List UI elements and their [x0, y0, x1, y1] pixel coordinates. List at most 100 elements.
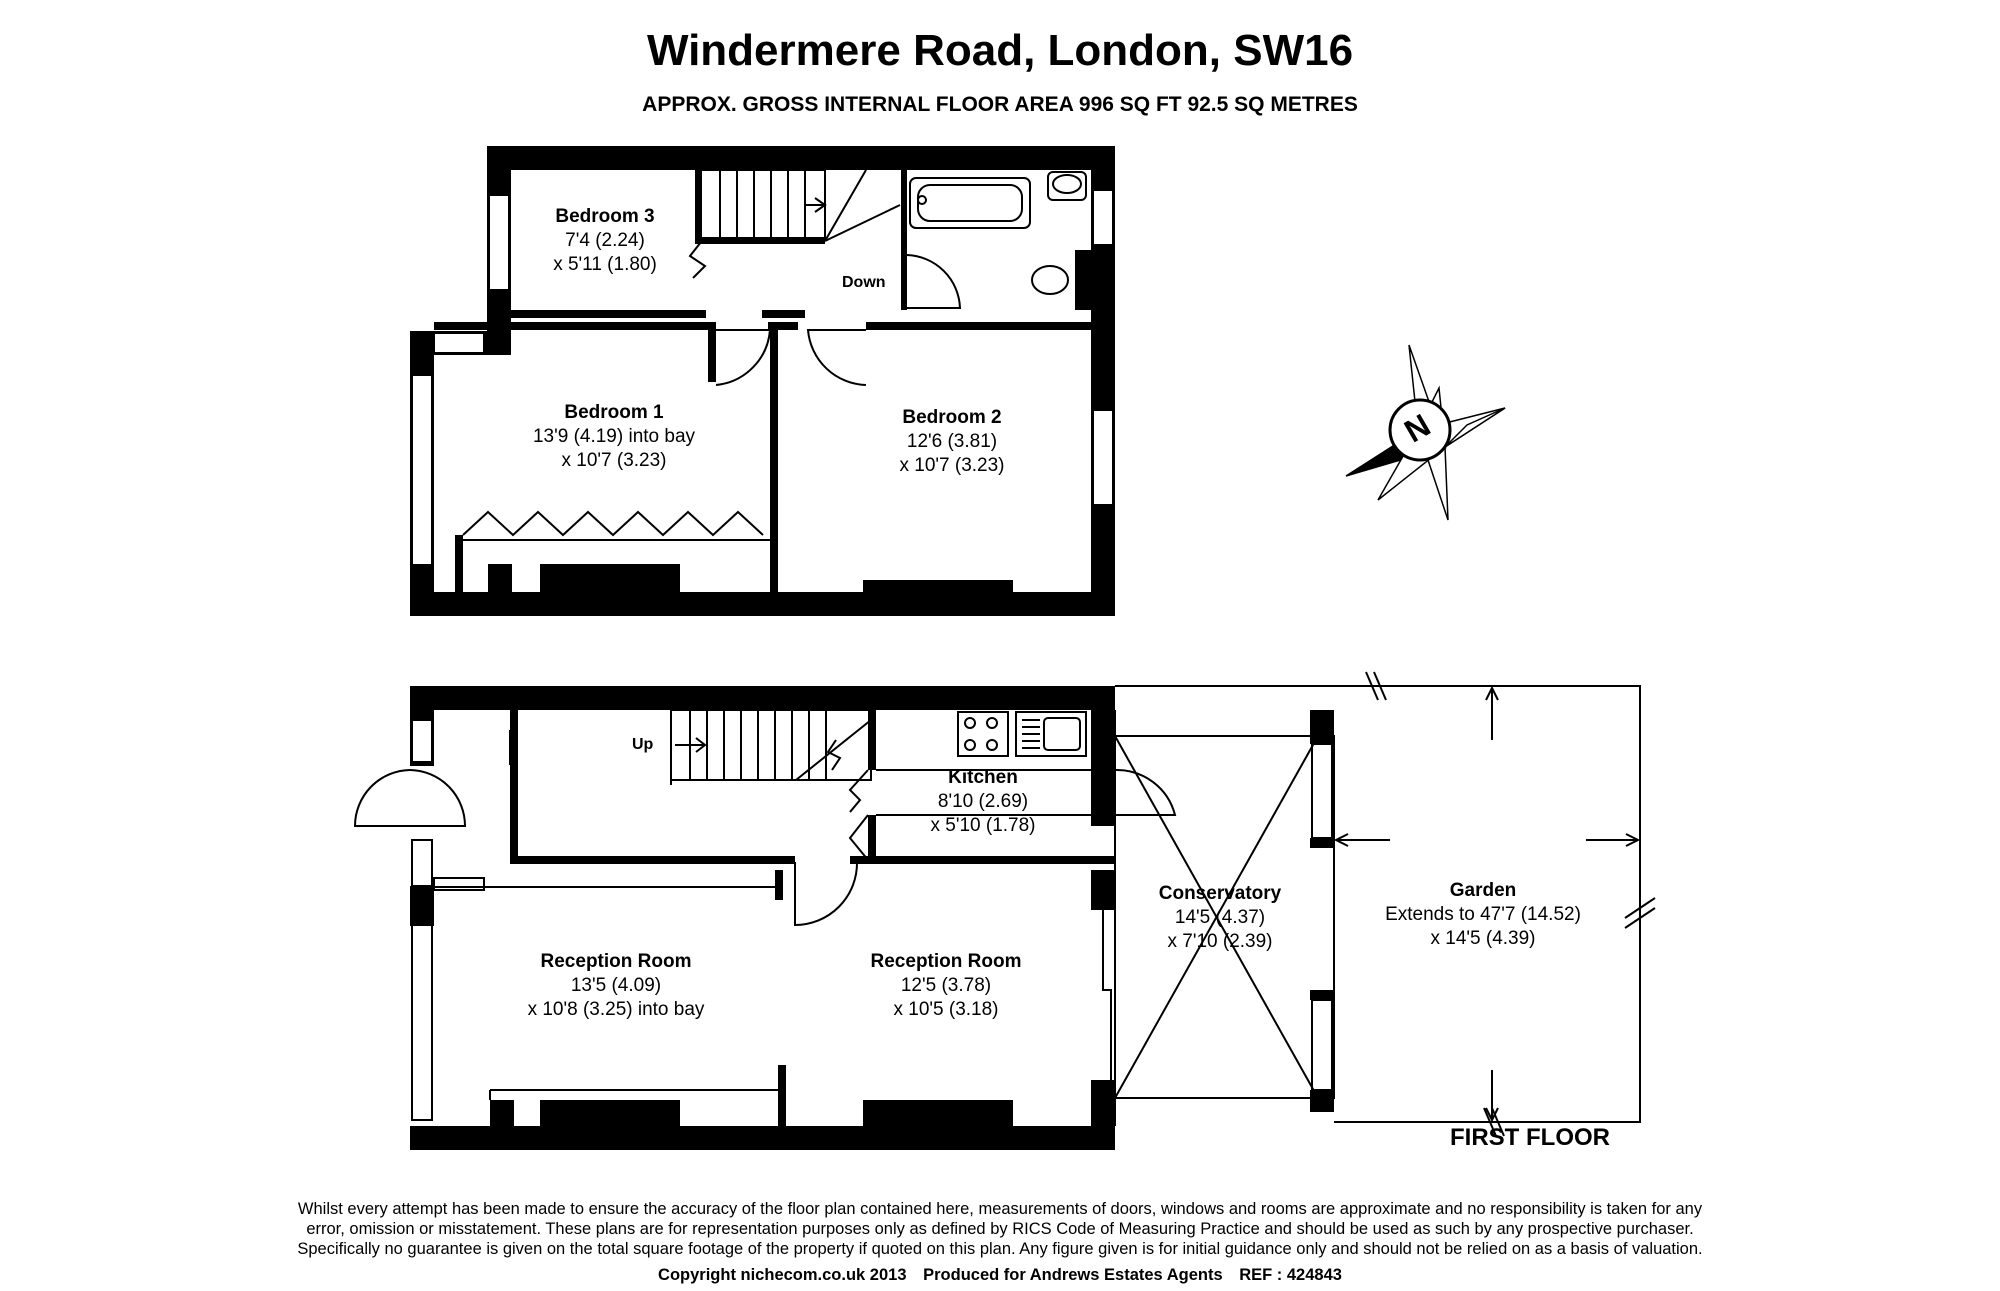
bay-window — [433, 332, 485, 354]
bay-left-wall — [410, 886, 434, 926]
bedroom2-top-wall — [866, 322, 1091, 330]
conservatory-window-lower — [1311, 999, 1333, 1091]
bedroom2-window — [1092, 409, 1114, 506]
room-dimension: x 14'5 (4.39) — [1430, 928, 1536, 949]
room-name: Bedroom 1 — [564, 402, 664, 423]
room-dimension: 12'5 (3.78) — [900, 975, 992, 996]
copyright-text: Copyright nichecom.co.uk 2013 — [658, 1266, 907, 1284]
stairs-down-label: Down — [842, 274, 886, 291]
room-dimension: x 7'10 (2.39) — [1167, 931, 1273, 952]
room-name: Conservatory — [1158, 883, 1282, 904]
produced-for-text: Produced for Andrews Estates Agents — [923, 1266, 1223, 1284]
room-dimension: x 10'8 (3.25) into bay — [527, 999, 705, 1020]
reception-bay-window — [411, 924, 433, 1121]
stairs-up-label: Up — [632, 736, 654, 753]
room-label-kitchen: Kitchen 8'10 (2.69) x 5'10 (1.78) — [930, 766, 1035, 838]
basin-icon — [1047, 171, 1087, 201]
room-label-bedroom-2: Bedroom 2 12'6 (3.81) x 10'7 (3.23) — [899, 406, 1004, 478]
bathroom-door — [906, 254, 962, 309]
kitchen-right-wall — [1091, 686, 1115, 826]
room-name: Garden — [1449, 880, 1517, 901]
disclaimer-line-3: Specifically no guarantee is given on th… — [297, 1240, 1703, 1258]
front-door — [353, 769, 411, 827]
upper-floor-plan — [410, 146, 1115, 616]
room-dimension: 7'4 (2.24) — [565, 230, 645, 251]
garden-boundary — [1115, 685, 1641, 1123]
floor-label: FIRST FLOOR — [1450, 1124, 1610, 1151]
kitchen-bottom-wall — [850, 856, 1091, 864]
room-label-reception-room-rear: Reception Room 12'5 (3.78) x 10'5 (3.18) — [871, 950, 1022, 1022]
room-label-reception-room-front: Reception Room 13'5 (4.09) x 10'8 (3.25)… — [528, 950, 705, 1022]
hall-bottom-wall — [510, 856, 795, 864]
wardrobe-block — [540, 564, 680, 592]
reference-text: REF : 424843 — [1239, 1266, 1342, 1284]
door-jamb — [768, 322, 798, 330]
page-title: Windermere Road, London, SW16 — [646, 26, 1354, 75]
upper-bottom-wall — [410, 592, 1115, 616]
room-dimension: x 10'5 (3.18) — [893, 999, 999, 1020]
room-dimension: 14'5 (4.37) — [1174, 907, 1266, 928]
porch-window — [411, 719, 433, 763]
room-dimension: 12'6 (3.81) — [906, 431, 998, 452]
fireplace-left — [540, 1100, 680, 1126]
floor-area-subtitle: APPROX. GROSS INTERNAL FLOOR AREA 996 SQ… — [642, 93, 1358, 116]
hob-icon — [957, 711, 1009, 757]
kitchen-back-door — [876, 768, 1177, 816]
bedroom1-door-jamb — [708, 322, 716, 382]
bedroom3-bottom-wall — [511, 310, 706, 318]
conservatory-roof-cross-b — [1114, 735, 1319, 1099]
room-dimension: x 5'11 (1.80) — [553, 254, 657, 275]
room-name: Bedroom 2 — [902, 407, 1002, 428]
bathroom-window — [1092, 189, 1114, 246]
upper-fixtures — [462, 169, 1087, 541]
room-dimension: 13'5 (4.09) — [570, 975, 662, 996]
wardrobe-doors — [462, 510, 764, 537]
compass-rose-icon — [1345, 344, 1506, 521]
room-label-conservatory: Conservatory 14'5 (4.37) x 7'10 (2.39) — [1159, 882, 1282, 954]
bath-icon — [909, 177, 1031, 229]
bedroom2-door — [806, 329, 867, 386]
room-dimension: x 10'7 (3.23) — [899, 455, 1005, 476]
room-label-garden: Garden Extends to 47'7 (14.52) x 14'5 (4… — [1385, 879, 1581, 951]
bathroom-left-wall — [901, 170, 907, 310]
hall-left-wall — [510, 710, 518, 860]
room-dimension: 13'9 (4.19) into bay — [532, 426, 696, 447]
room-dimension: 8'10 (2.69) — [937, 791, 1029, 812]
toilet-icon — [1031, 265, 1069, 295]
conservatory-outline — [1115, 735, 1335, 1099]
ground-bottom-wall — [410, 1126, 1115, 1150]
room-name: Bedroom 3 — [555, 206, 655, 227]
bathroom-cistern — [1075, 250, 1091, 310]
upper-top-wall — [487, 146, 1115, 170]
ground-fixtures — [353, 671, 1656, 1137]
copyright-line: Copyright nichecom.co.uk 2013 Produced f… — [0, 1266, 2000, 1285]
disclaimer-line-2: error, omission or misstatement. These p… — [306, 1220, 1694, 1238]
ground-top-wall — [410, 686, 1115, 710]
sink-icon — [1015, 711, 1087, 757]
room-dimension: x 5'10 (1.78) — [930, 815, 1036, 836]
room-dimension: x 10'7 (3.23) — [561, 450, 667, 471]
bedroom1-top-wall — [434, 322, 714, 330]
room-label-bedroom-1: Bedroom 1 13'9 (4.19) into bay x 10'7 (3… — [533, 401, 695, 473]
room-dimension: Extends to 47'7 (14.52) — [1385, 904, 1581, 925]
bedroom2-radiator — [863, 580, 1013, 592]
upper-windows — [411, 189, 1114, 566]
room-name: Kitchen — [948, 767, 1018, 788]
bedroom-dividing-wall — [770, 322, 778, 592]
landing-wall — [762, 310, 805, 318]
fireplace-right — [863, 1100, 1013, 1126]
ground-windows — [411, 719, 1333, 1121]
reception-door — [794, 861, 859, 927]
bedroom1-door — [715, 329, 772, 386]
room-name: Reception Room — [540, 951, 692, 972]
conservatory-window-upper — [1311, 743, 1333, 839]
bedroom1-window — [411, 374, 433, 566]
disclaimer-line-1: Whilst every attempt has been made to en… — [297, 1200, 1703, 1218]
room-name: Reception Room — [870, 951, 1022, 972]
room-label-bedroom-3: Bedroom 3 7'4 (2.24) x 5'11 (1.80) — [553, 205, 657, 277]
stair-left-wall — [695, 170, 701, 242]
stair-bottom-wall — [695, 238, 825, 244]
ground-stairs — [670, 709, 872, 781]
